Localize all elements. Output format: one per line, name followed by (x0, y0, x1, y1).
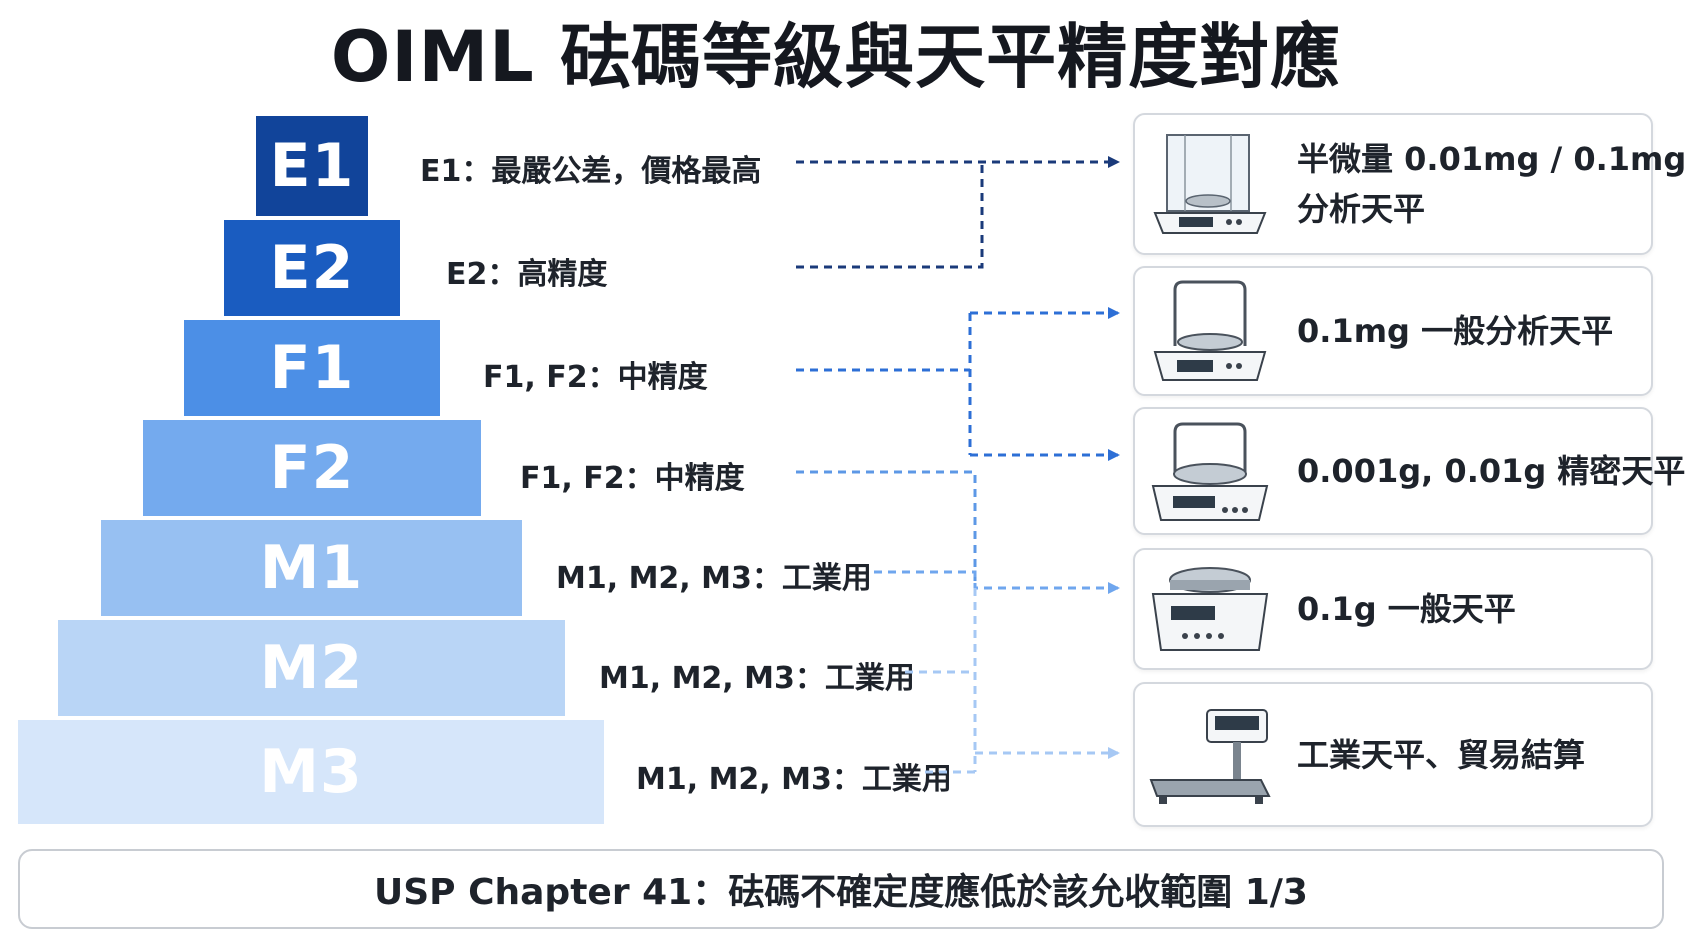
tier-grade: M2 (259, 633, 364, 703)
tier-label-f1: F1, F2：中精度 (483, 360, 708, 395)
page-title: OIML 砝碼等級與天平精度對應 (330, 16, 1342, 98)
general-balance-icon (1135, 550, 1285, 668)
tier-e1: E1 (256, 116, 368, 216)
balance-line2: 分析天平 (1297, 190, 1426, 228)
tier-grade: F2 (269, 433, 355, 503)
tier-label-f2: F1, F2：中精度 (520, 461, 745, 496)
tier-grade: F1 (269, 333, 355, 403)
tier-grade: M3 (259, 737, 363, 807)
tier-grade: E1 (269, 131, 355, 201)
balance-card-analytical: 0.1mg 一般分析天平 (1133, 266, 1653, 396)
balance-card-semi-micro: 半微量 0.01mg / 0.1mg 分析天平 (1133, 113, 1686, 255)
tier-label-m3: M1, M2, M3：工業用 (636, 762, 952, 797)
footer-note: USP Chapter 41：砝碼不確定度應低於該允收範圍 1/3 (18, 849, 1664, 929)
platform-scale-icon (1135, 684, 1285, 825)
tier-label-e2: E2：高精度 (446, 257, 608, 292)
balance-line1: 0.1g 一般天平 (1297, 590, 1516, 628)
balance-card-precision: 0.001g, 0.01g 精密天平 (1133, 407, 1685, 535)
tier-f1: F1 (184, 320, 440, 416)
semi-micro-balance-icon (1135, 115, 1285, 253)
tier-m2: M2 (58, 620, 565, 716)
balance-line1: 工業天平、貿易結算 (1297, 735, 1586, 774)
tier-label-m2: M1, M2, M3：工業用 (599, 661, 915, 696)
tier-m1: M1 (101, 520, 522, 616)
tier-e2: E2 (224, 220, 400, 316)
tier-label-m1: M1, M2, M3：工業用 (556, 561, 872, 596)
balance-line1: 0.001g, 0.01g 精密天平 (1297, 452, 1686, 490)
balance-line1: 0.1mg 一般分析天平 (1297, 312, 1614, 350)
connector-f2 (796, 470, 977, 588)
analytical-balance-icon (1135, 268, 1285, 394)
tier-f2: F2 (143, 420, 481, 516)
tier-m3: M3 (18, 720, 604, 824)
tier-label-e1: E1：最嚴公差，價格最高 (420, 154, 762, 189)
connector-e2 (796, 162, 984, 269)
tier-grade: E2 (269, 233, 355, 303)
balance-card-general: 0.1g 一般天平 (1133, 548, 1653, 670)
precision-balance-icon (1135, 409, 1285, 533)
tier-grade: M1 (259, 533, 364, 603)
connector-m1 (874, 570, 1120, 594)
balance-card-platform: 工業天平、貿易結算 (1133, 682, 1653, 827)
balance-line1: 半微量 0.01mg / 0.1mg (1297, 140, 1686, 178)
